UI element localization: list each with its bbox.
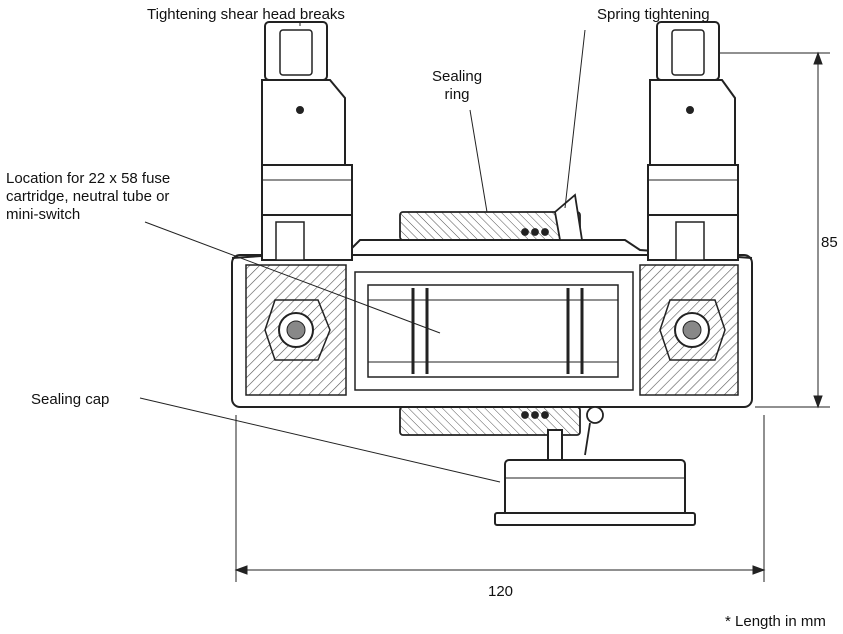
height-dimension	[720, 51, 830, 409]
shear-head-label: Tightening shear head breaks	[147, 6, 345, 23]
connector-body	[231, 239, 753, 408]
sealing-cap	[494, 429, 696, 526]
unit-note: * Length in mm	[725, 613, 826, 630]
fuse-location-label: Location for 22 x 58 fuse cartridge, neu…	[6, 170, 171, 223]
height-value: 85	[821, 234, 838, 251]
sealing-ring	[399, 193, 584, 241]
lower-sealing-ring	[399, 406, 604, 456]
width-dimension	[234, 415, 766, 582]
width-value: 120	[488, 583, 514, 600]
sealing-cap-label: Sealing cap	[31, 391, 110, 408]
leader-lines	[139, 22, 586, 483]
spring-tightening-label: Spring tightening	[597, 6, 710, 23]
left-tightening-column	[261, 21, 353, 361]
sealing-ring-label: Sealing ring	[432, 68, 483, 103]
right-tightening-column	[647, 21, 739, 361]
